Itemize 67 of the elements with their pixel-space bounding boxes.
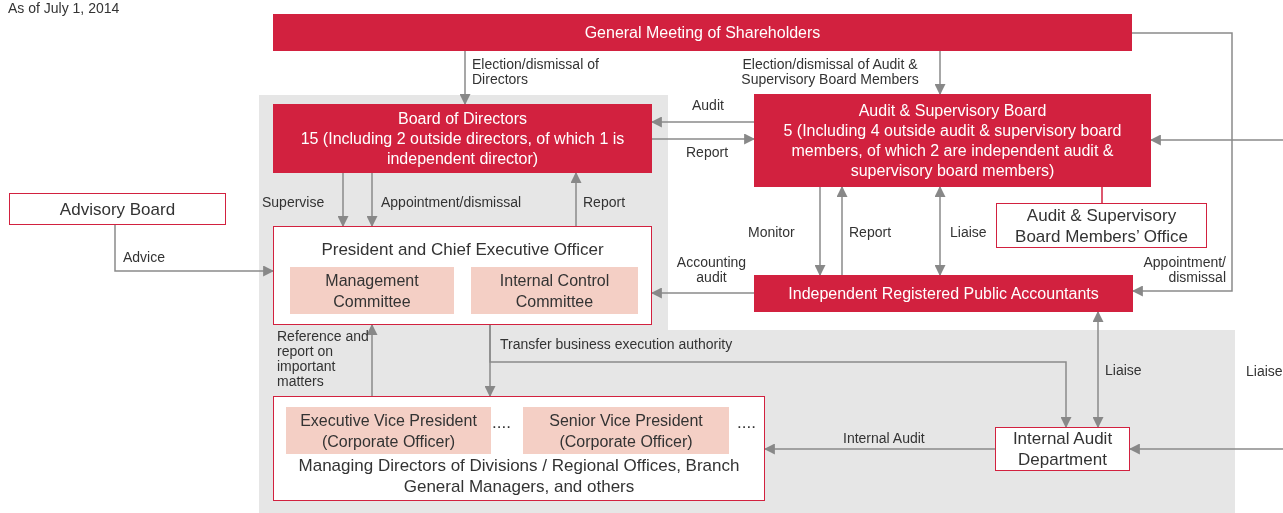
arrow	[763, 443, 996, 455]
arrow	[814, 186, 826, 277]
edge-label: Liaise	[1105, 363, 1143, 378]
label-text: Liaise	[1246, 363, 1283, 380]
arrow	[934, 50, 946, 96]
node-label: Board of Directors	[397, 108, 528, 129]
arrow	[651, 133, 756, 145]
edge-label: Transfer business execution authority	[500, 337, 734, 352]
edge-label: Appointment/ dismissal	[1142, 255, 1226, 285]
ellipsis-text: ....	[737, 413, 756, 433]
arrow	[934, 185, 946, 277]
edge-label: Election/dismissal of Directors	[472, 57, 600, 87]
node-label: 15 (Including 2 outside directors, of which 1 is independent director)	[299, 128, 626, 169]
arrow	[836, 185, 848, 276]
edge-label: Liaise	[950, 225, 988, 240]
node-label: President and Chief Executive Officer	[320, 239, 605, 260]
node-label: Managing Directors of Divisions / Regional Offices, Branch General Managers, and others	[297, 455, 741, 497]
node-label: Internal Control Committee	[498, 270, 611, 312]
edge-label: Appointment/dismissal	[381, 195, 523, 210]
arrow	[114, 224, 275, 277]
node-label: Independent Registered Public Accountants	[787, 283, 1100, 304]
node-label: Advisory Board	[58, 198, 177, 220]
organization-box	[754, 94, 1151, 187]
organization-box	[9, 193, 226, 225]
arrow	[1128, 443, 1283, 455]
edge-label: Advice	[123, 250, 167, 265]
committee-box	[523, 407, 729, 454]
edge-label: Report	[686, 145, 730, 160]
organization-box	[273, 396, 765, 501]
connector-line	[1101, 186, 1103, 204]
node-label: Management Committee	[324, 270, 420, 312]
edge-label: Accounting audit	[675, 255, 748, 285]
node-label: Senior Vice President (Corporate Officer)	[548, 410, 704, 452]
edge-label: Internal Audit	[843, 431, 926, 446]
node-label: Executive Vice President (Corporate Officer)	[299, 410, 478, 452]
edge-label: Election/dismissal of Audit & Supervisory Board Members	[740, 57, 920, 87]
organization-box	[273, 226, 652, 325]
edge-label: Report	[849, 225, 893, 240]
arrow	[366, 172, 378, 228]
arrow	[1131, 32, 1233, 297]
node-label: 5 (Including 4 outside audit & supervisory board members, of which 2 are independent audit & supervisory board members)	[782, 120, 1123, 181]
arrow	[366, 323, 378, 397]
arrow	[489, 324, 1072, 429]
node-label: Internal Audit Department	[1011, 428, 1114, 470]
organization-box	[273, 14, 1132, 51]
ellipsis-text: ....	[492, 413, 511, 433]
arrow	[1092, 310, 1104, 429]
edge-label: Audit	[692, 98, 725, 113]
node-label: Audit & Supervisory Board Members’ Office	[1014, 204, 1189, 247]
organization-box	[996, 203, 1207, 248]
committee-box	[471, 267, 638, 314]
arrow	[337, 172, 349, 228]
committee-box	[290, 267, 454, 314]
edge-label: Reference and report on important matters	[277, 329, 370, 389]
organization-box	[754, 275, 1133, 312]
edge-label: Report	[583, 195, 627, 210]
node-label: General Meeting of Shareholders	[583, 22, 822, 43]
date-note: As of July 1, 2014	[8, 0, 120, 17]
committee-box	[286, 407, 491, 454]
arrow	[459, 50, 471, 106]
arrow	[650, 287, 755, 299]
node-label: Audit & Supervisory Board	[857, 100, 1048, 121]
arrow	[570, 171, 582, 227]
organization-box	[995, 427, 1130, 471]
edge-label: Supervise	[262, 195, 326, 210]
organization-box	[273, 104, 652, 173]
edge-label: Monitor	[748, 225, 796, 240]
